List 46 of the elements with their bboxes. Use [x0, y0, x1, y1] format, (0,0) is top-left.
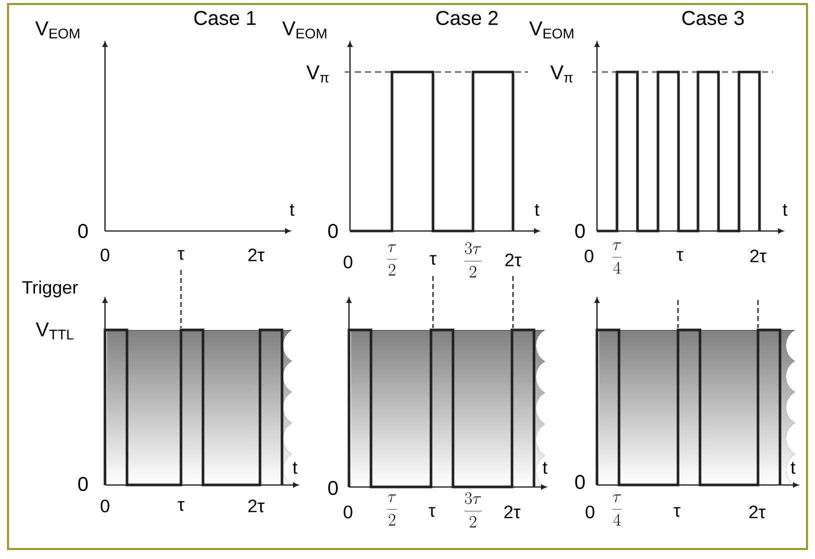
tick-label: 0 [78, 224, 88, 238]
tick-label: 2τ [750, 250, 766, 262]
axis-label: V$_{π}$ [306, 66, 329, 82]
tick-label: 0 [344, 256, 352, 268]
tick-label: $\frac{\tau}{4}$ [612, 494, 622, 526]
tick-label: $\frac{\tau}{2}$ [387, 494, 397, 526]
tick-label: 2τ [248, 500, 264, 512]
tick-label: 0 [328, 480, 338, 496]
tick-label: τ [430, 255, 436, 265]
tick-label: 2τ [248, 248, 264, 262]
tick-label: $\frac{\tau}{2}$ [387, 244, 397, 276]
axis-label: t [542, 462, 548, 474]
axis-label: V$_{EOM}$ [529, 22, 574, 38]
tick-label: $\frac{\tau}{4}$ [612, 242, 622, 274]
tick-label: τ [178, 250, 184, 260]
axis-label: t [534, 204, 540, 216]
tick-label: 0 [100, 248, 110, 262]
tick-label: $\frac{3\tau}{2}$ [464, 242, 482, 278]
axis-label: t [290, 204, 294, 216]
tick-label: 0 [584, 250, 594, 262]
tick-label: τ [428, 507, 436, 517]
tick-label: 0 [78, 476, 88, 492]
axis-label: t [790, 462, 796, 474]
tick-label: 0 [575, 224, 585, 238]
tick-label: 2τ [505, 254, 522, 266]
axis-label: V$_{EOM}$ [35, 22, 80, 38]
tick-label: 0 [575, 474, 585, 490]
tick-label: $\frac{3\tau}{2}$ [464, 492, 482, 528]
tick-label: 2τ [749, 506, 766, 518]
axis-label: V$_{TTL}$ [36, 322, 74, 340]
tick-label: 0 [586, 506, 594, 518]
panel-title: Case 1 [194, 10, 256, 26]
axis-label: t [782, 204, 788, 216]
tick-label: 2τ [504, 506, 520, 518]
axis-label: V$_{EOM}$ [282, 22, 326, 38]
tick-label: τ [178, 501, 184, 511]
tick-label: 0 [344, 506, 352, 518]
tick-label: τ [674, 507, 680, 517]
axis-label: Trigger [22, 280, 78, 298]
tick-label: τ [676, 251, 684, 261]
tick-label: 0 [328, 224, 338, 238]
axis-label: V$_{π}$ [550, 66, 573, 82]
panel-title: Case 3 [682, 10, 744, 26]
axis-label: t [292, 462, 298, 474]
tick-label: 0 [100, 500, 110, 512]
panel-title: Case 2 [436, 10, 498, 26]
